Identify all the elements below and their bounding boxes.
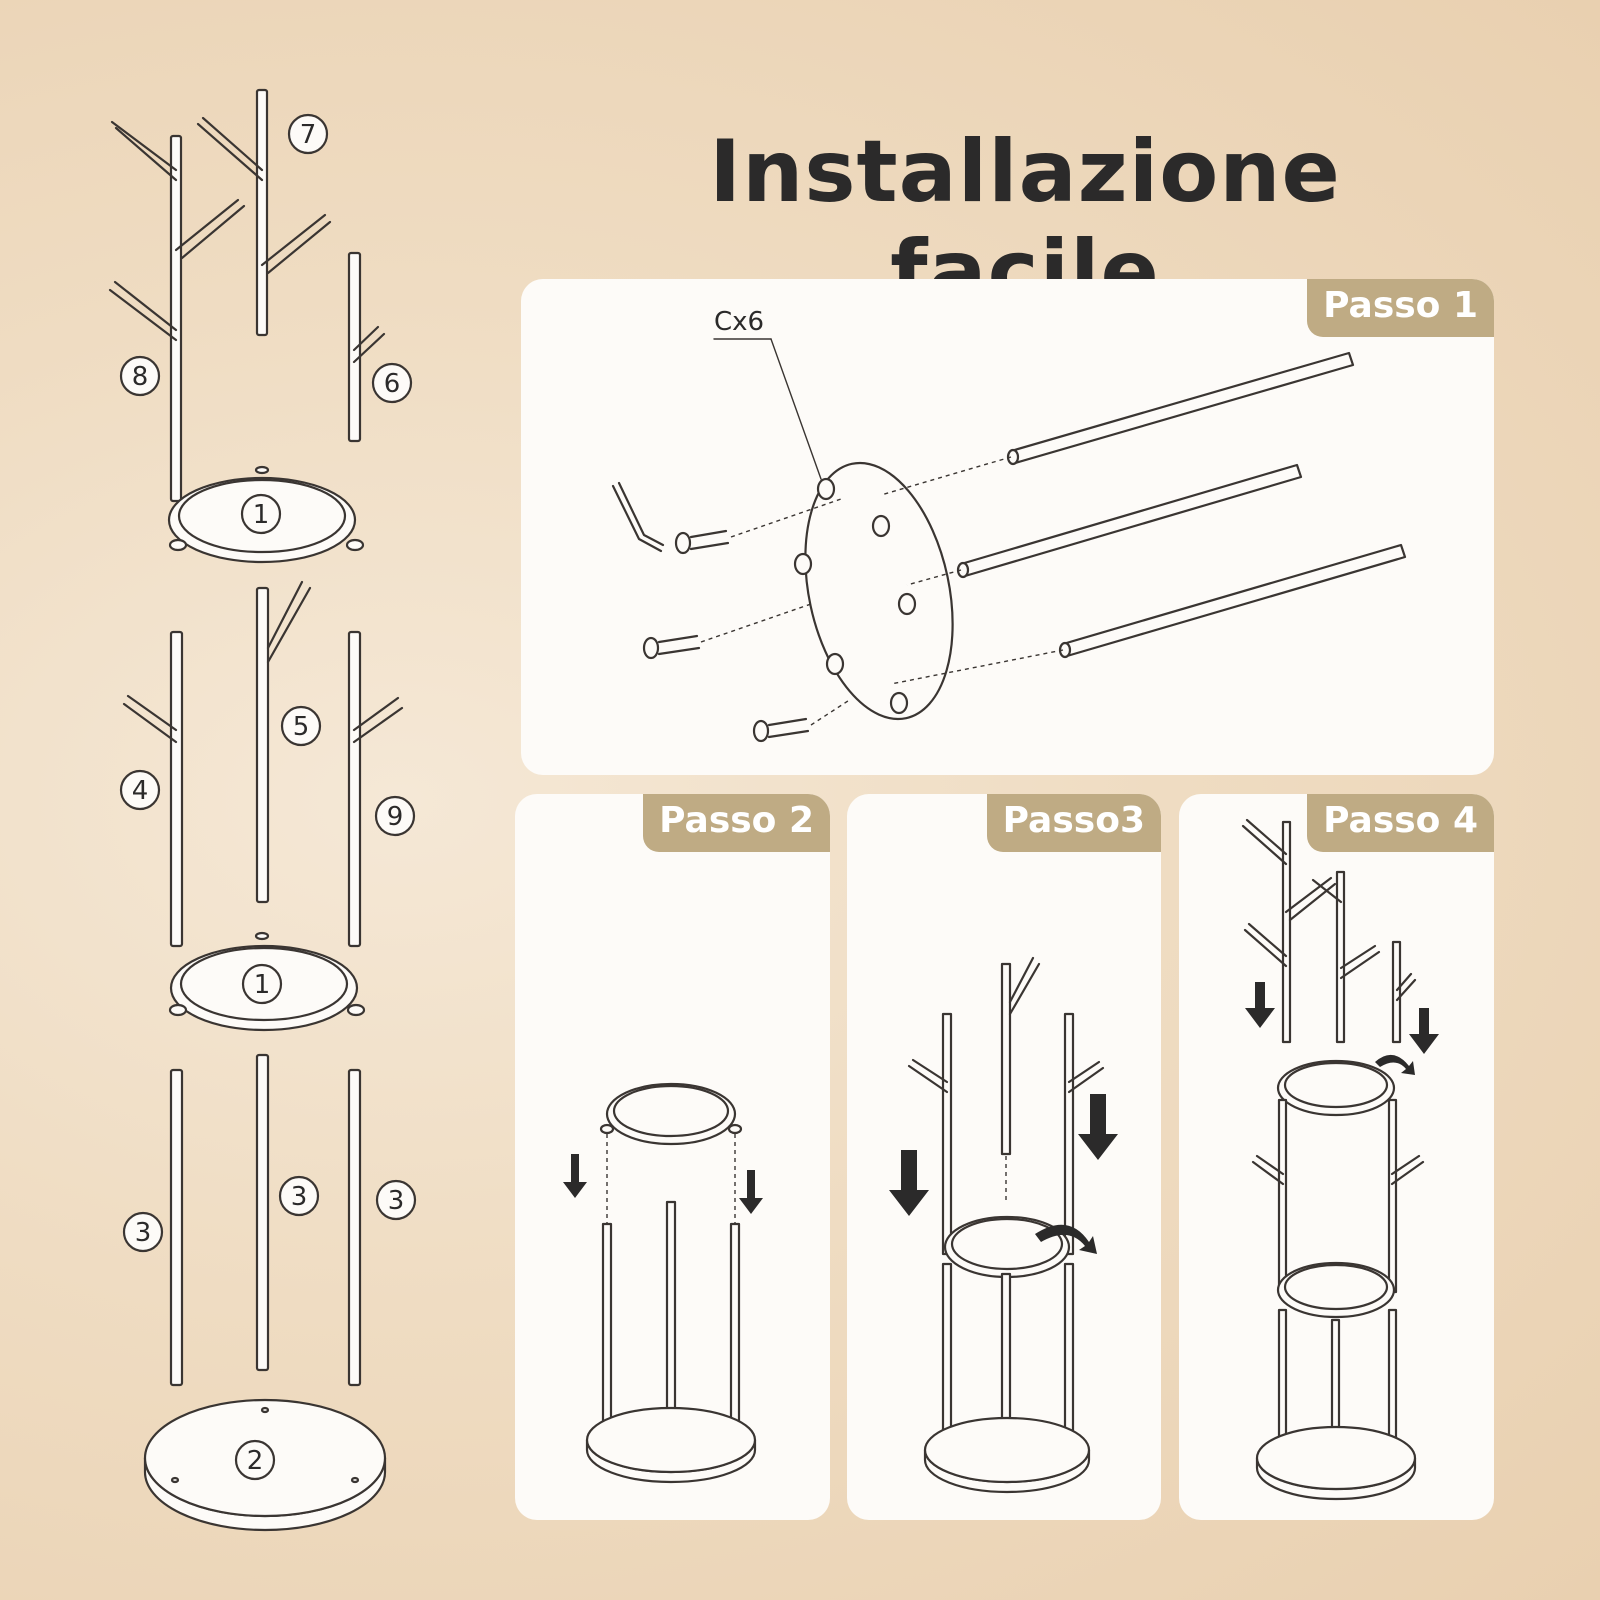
part-label-7: 7: [287, 113, 329, 155]
step-4-illustration: [1241, 818, 1439, 1501]
pole-3-center: [255, 1053, 270, 1372]
hardware-label: Cx6: [714, 307, 764, 337]
part-label-3b: 3: [278, 1175, 320, 1217]
svg-text:3: 3: [135, 1218, 152, 1248]
step-2-panel: Passo 2: [515, 794, 830, 1520]
pole-7: [196, 88, 332, 337]
step-1-illustration: Cx6: [611, 307, 1407, 743]
disc-plate: [793, 461, 954, 721]
step-4-badge: Passo 4: [1307, 794, 1494, 852]
part-label-6: 6: [371, 362, 413, 404]
pole-8: [108, 120, 246, 503]
pole-3-right: [347, 1068, 362, 1387]
rotate-arrow: [1375, 1054, 1415, 1075]
part-label-3c: 3: [375, 1179, 417, 1221]
allen-key: [611, 481, 665, 553]
step-2-badge: Passo 2: [643, 794, 830, 852]
page-title: Installazione facile: [709, 122, 1341, 322]
pole-3-left: [169, 1068, 184, 1387]
step-3-illustration: [889, 956, 1118, 1494]
screw-2: [642, 603, 812, 660]
pole-middle: [956, 463, 1303, 579]
part-label-4: 4: [119, 769, 161, 811]
part-label-9: 9: [374, 795, 416, 837]
part-label-2: 2: [234, 1439, 276, 1481]
pole-upper: [1006, 351, 1355, 466]
part-label-1b: 1: [241, 963, 283, 1005]
rotate-arrow: [1035, 1224, 1097, 1254]
svg-text:5: 5: [293, 712, 310, 742]
down-arrow-left: [889, 1150, 929, 1216]
svg-text:3: 3: [291, 1182, 308, 1212]
pole-5: [255, 580, 312, 904]
svg-text:3: 3: [388, 1186, 405, 1216]
step-3-panel: Passo3: [847, 794, 1161, 1520]
svg-text:7: 7: [300, 120, 317, 150]
part-label-1a: 1: [240, 493, 282, 535]
step-1-badge: Passo 1: [1307, 279, 1494, 337]
down-arrow-right: [739, 1170, 763, 1214]
down-arrow-right: [1078, 1094, 1118, 1160]
svg-text:6: 6: [384, 369, 401, 399]
svg-text:4: 4: [132, 776, 149, 806]
down-arrow-right: [1409, 1008, 1439, 1054]
svg-text:8: 8: [132, 362, 149, 392]
svg-text:2: 2: [247, 1446, 264, 1476]
part-label-5: 5: [280, 705, 322, 747]
step-2-illustration: [563, 1082, 763, 1484]
part-label-3a: 3: [122, 1211, 164, 1253]
screw-1: [674, 498, 842, 555]
down-arrow-left: [563, 1154, 587, 1198]
step-4-panel: Passo 4: [1179, 794, 1494, 1520]
parts-diagram: 7 8 6 1 5 4 9 1 3 3 3 2: [108, 88, 417, 1532]
step-1-panel: Cx6: [521, 279, 1494, 775]
pole-6: [347, 251, 386, 443]
svg-text:9: 9: [387, 802, 404, 832]
screw-3: [752, 698, 852, 743]
pole-9: [347, 630, 404, 948]
svg-text:1: 1: [254, 970, 271, 1000]
step-3-badge: Passo3: [986, 794, 1161, 852]
part-label-8: 8: [119, 355, 161, 397]
down-arrow-left: [1245, 982, 1275, 1028]
pole-4: [122, 630, 184, 948]
svg-text:1: 1: [253, 500, 270, 530]
pole-lower: [1058, 543, 1407, 659]
